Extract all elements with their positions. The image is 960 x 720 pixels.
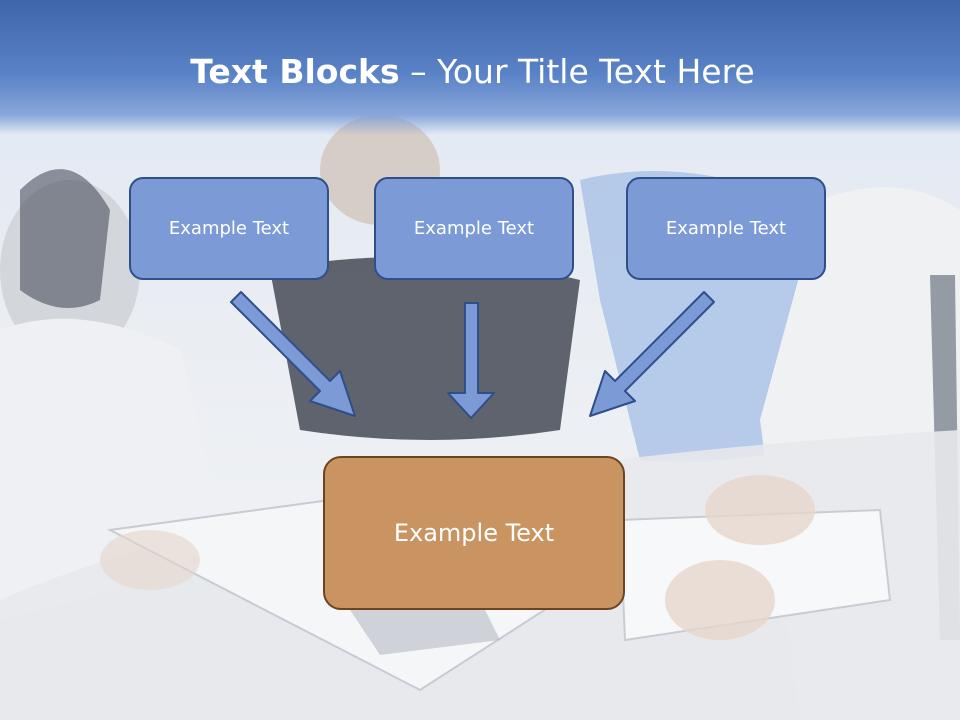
center-text-block-label: Example Text <box>393 519 555 547</box>
text-block-2[interactable]: Example Text <box>374 177 574 280</box>
text-block-2-label: Example Text <box>413 218 535 239</box>
title-band <box>0 0 960 135</box>
text-block-1[interactable]: Example Text <box>129 177 329 280</box>
title-bold-part: Text Blocks <box>190 52 400 91</box>
text-block-1-label: Example Text <box>168 218 290 239</box>
center-text-block[interactable]: Example Text <box>323 456 625 610</box>
text-block-3-label: Example Text <box>665 218 787 239</box>
page-title: Text Blocks – Your Title Text Here <box>0 52 945 91</box>
text-block-3[interactable]: Example Text <box>626 177 826 280</box>
title-rest-part: – Your Title Text Here <box>399 52 755 91</box>
